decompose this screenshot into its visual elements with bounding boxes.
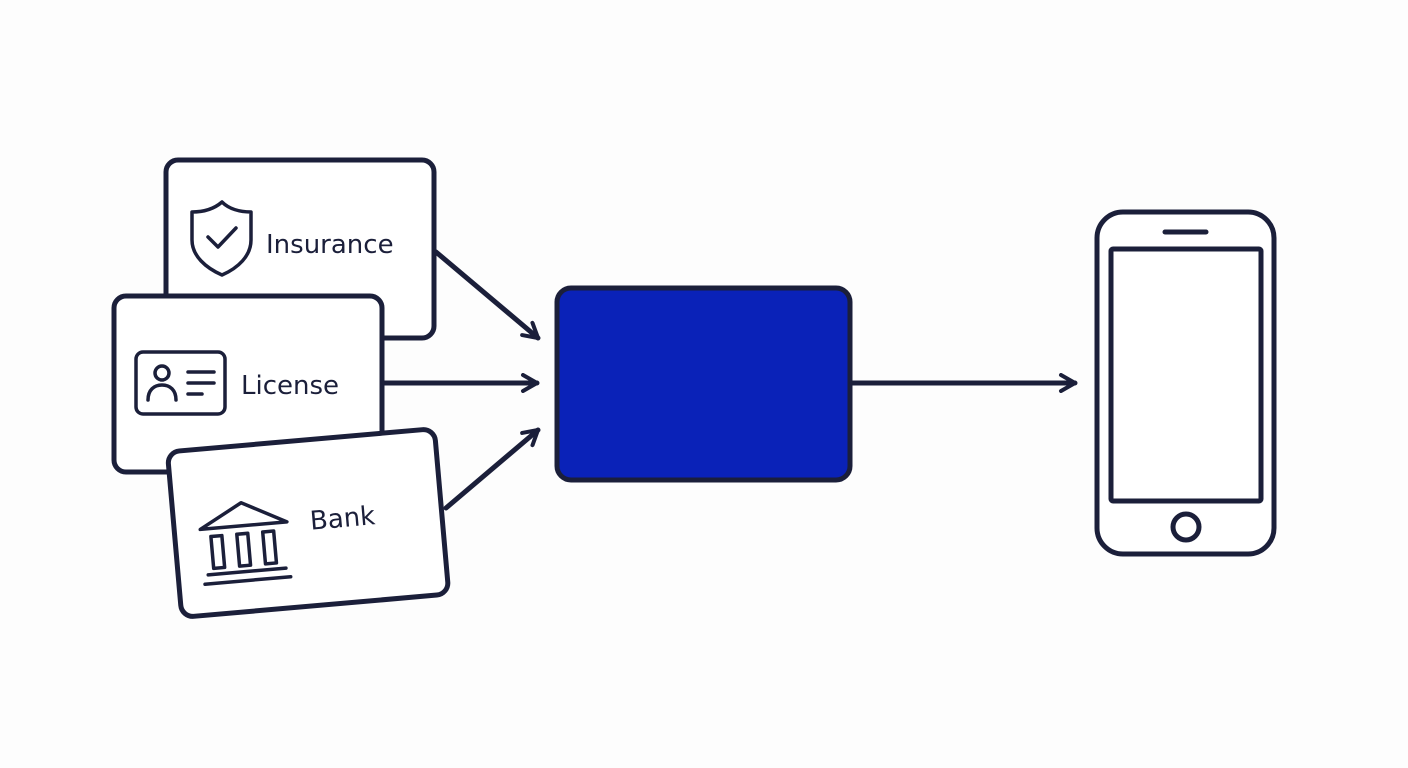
insurance-label: Insurance — [266, 230, 394, 260]
bank-card[interactable]: Bank — [165, 427, 451, 619]
arrow-insurance-to-hub — [433, 249, 541, 341]
bank-label: Bank — [309, 501, 377, 537]
shield-check-icon — [190, 200, 253, 277]
id-card-icon — [134, 350, 227, 416]
arrow-bank-to-hub — [443, 427, 541, 511]
license-label: License — [241, 371, 339, 401]
bank-building-icon — [198, 501, 293, 586]
hub-box[interactable] — [554, 285, 853, 483]
smartphone-icon[interactable] — [1094, 209, 1277, 557]
